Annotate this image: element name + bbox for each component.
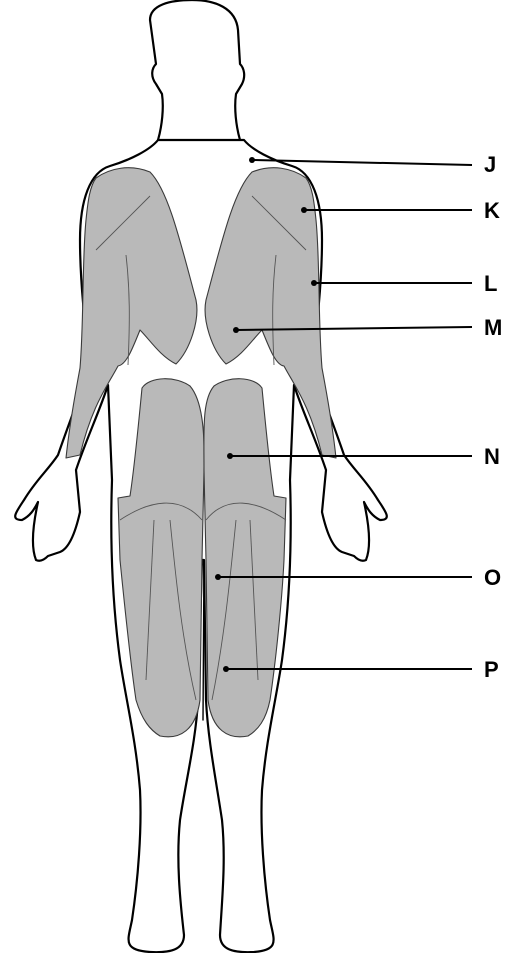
leader-dot-m xyxy=(233,327,239,333)
leader-dot-p xyxy=(223,666,229,672)
label-l: L xyxy=(484,271,497,296)
label-n: N xyxy=(484,444,500,469)
label-o: O xyxy=(484,565,501,590)
leader-dot-l xyxy=(311,280,317,286)
label-m: M xyxy=(484,315,502,340)
label-k: K xyxy=(484,198,500,223)
leader-dot-o xyxy=(215,574,221,580)
label-j: J xyxy=(484,152,496,177)
leader-dot-n xyxy=(227,453,233,459)
label-p: P xyxy=(484,657,499,682)
leader-dot-k xyxy=(301,207,307,213)
leader-dot-j xyxy=(249,157,255,163)
